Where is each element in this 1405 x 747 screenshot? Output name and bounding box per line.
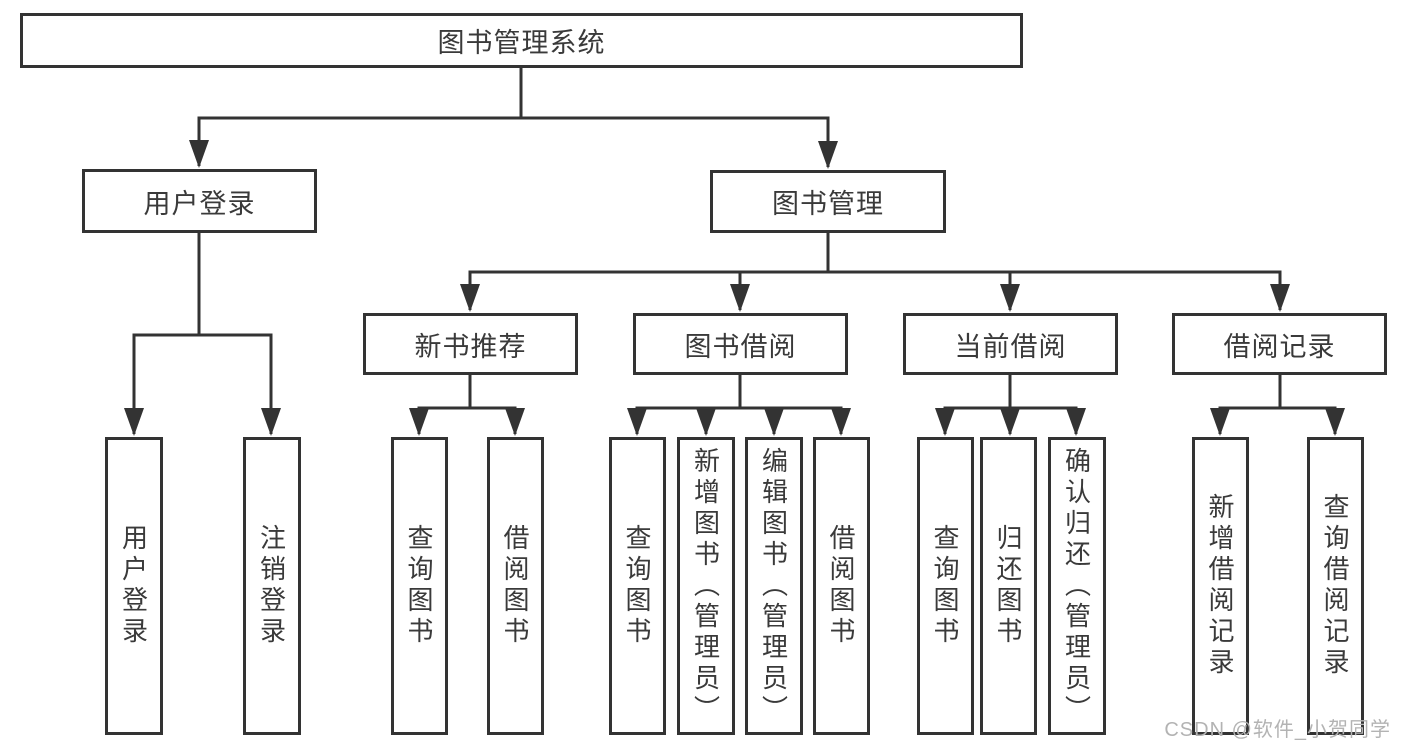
leaf-current-confirm-return-admin: 确认归还（管理员）: [1048, 437, 1106, 735]
leaf-current-return-books: 归还图书: [980, 437, 1037, 735]
csdn-watermark: CSDN @软件_小贺同学: [1164, 719, 1391, 741]
leaf-current-query-books: 查询图书: [917, 437, 974, 735]
node-user-login: 用户登录: [82, 169, 317, 233]
node-book-management: 图书管理: [710, 170, 946, 233]
leaf-records-query-record: 查询借阅记录: [1307, 437, 1364, 735]
leaf-records-add-record: 新增借阅记录: [1192, 437, 1249, 735]
leaf-borrowing-borrow-books: 借阅图书: [813, 437, 870, 735]
leaf-borrowing-edit-books-admin: 编辑图书（管理员）: [745, 437, 803, 735]
node-library-management-system: 图书管理系统: [20, 13, 1023, 68]
leaf-recommend-query-books: 查询图书: [391, 437, 448, 735]
leaf-borrowing-query-books: 查询图书: [609, 437, 666, 735]
node-book-borrowing: 图书借阅: [633, 313, 848, 375]
node-borrowing-records: 借阅记录: [1172, 313, 1387, 375]
node-current-borrowing: 当前借阅: [903, 313, 1118, 375]
leaf-borrowing-add-books-admin: 新增图书（管理员）: [677, 437, 735, 735]
node-new-book-recommendation: 新书推荐: [363, 313, 578, 375]
leaf-recommend-borrow-books: 借阅图书: [487, 437, 544, 735]
leaf-logout: 注销登录: [243, 437, 301, 735]
leaf-user-login: 用户登录: [105, 437, 163, 735]
